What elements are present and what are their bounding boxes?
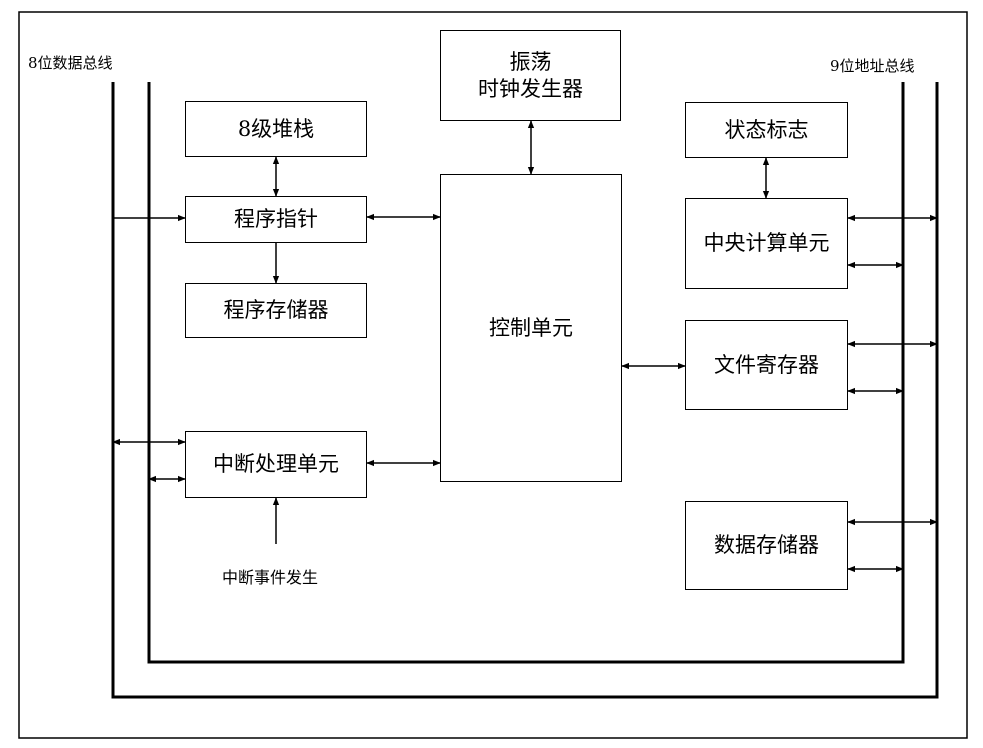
control-unit-label: 控制单元 [489, 315, 573, 340]
data-bus-label: 8位数据总线 [28, 54, 113, 72]
file-register-block: 文件寄存器 [685, 320, 848, 410]
program-counter-block: 程序指针 [185, 196, 367, 243]
interrupt-unit-block: 中断处理单元 [185, 431, 367, 498]
control-unit-block: 控制单元 [440, 174, 622, 482]
oscillator-label-line2: 时钟发生器 [478, 76, 583, 101]
file-register-label: 文件寄存器 [714, 352, 819, 377]
address-bus-label: 9位地址总线 [830, 57, 915, 75]
cpu-block: 中央计算单元 [685, 198, 848, 289]
stack-label: 8级堆栈 [237, 116, 315, 141]
status-flags-block: 状态标志 [685, 102, 848, 158]
outer-frame [18, 11, 968, 739]
address-bus-line [147, 82, 905, 664]
data-memory-block: 数据存储器 [685, 501, 848, 590]
program-memory-label: 程序存储器 [223, 298, 329, 323]
data-bus-line [111, 82, 939, 699]
interrupt-event-label: 中断事件发生 [222, 568, 319, 587]
cpu-label: 中央计算单元 [703, 231, 830, 256]
interrupt-unit-label: 中断处理单元 [213, 452, 339, 477]
program-counter-label: 程序指针 [234, 207, 318, 232]
stack-block: 8级堆栈 [185, 101, 367, 157]
oscillator-label-line1: 振荡 [509, 50, 552, 75]
data-memory-label: 数据存储器 [714, 533, 819, 558]
oscillator-block: 振荡 时钟发生器 [440, 30, 621, 121]
program-memory-block: 程序存储器 [185, 283, 367, 338]
status-flags-label: 状态标志 [724, 117, 809, 142]
